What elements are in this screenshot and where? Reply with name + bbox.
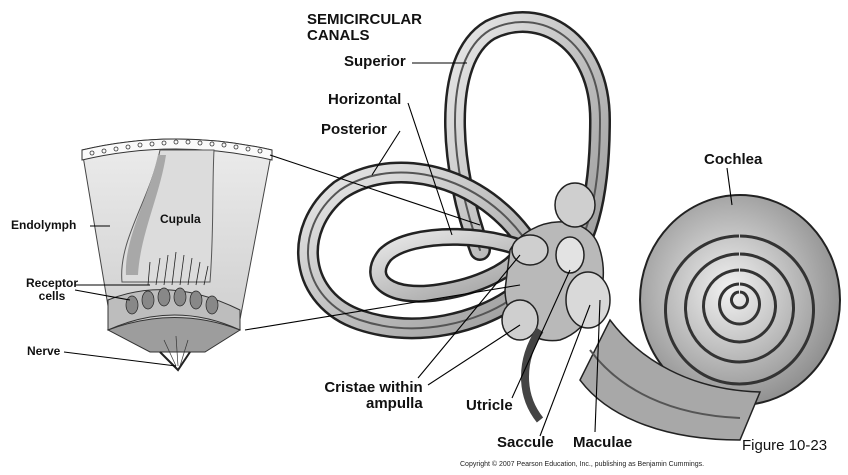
semicircular-label-line2: CANALS [307, 28, 422, 44]
endolymphatic-duct [525, 330, 540, 420]
utricle-label: Utricle [466, 398, 513, 414]
figure-number: Figure 10-23 [742, 437, 827, 454]
maculae-label: Maculae [573, 435, 632, 451]
ampulla-posterior [502, 300, 538, 340]
crista-inset [82, 139, 272, 370]
saccule-body [566, 272, 610, 328]
semicircular-canals-label: SEMICIRCULAR CANALS [307, 12, 422, 44]
receptor-cells-label: Receptor cells [26, 277, 78, 302]
cupula-label: Cupula [160, 213, 201, 226]
horizontal-label: Horizontal [328, 92, 401, 108]
vestibule [502, 183, 610, 341]
ampulla-horizontal [512, 235, 548, 265]
semicircular-label-line1: SEMICIRCULAR [307, 12, 422, 28]
saccule-label: Saccule [497, 435, 554, 451]
cochlea [580, 195, 840, 440]
nerve-label: Nerve [27, 345, 60, 358]
receptor-label-line1: Receptor [26, 277, 78, 290]
superior-label: Superior [344, 54, 406, 70]
endolymph-label: Endolymph [11, 219, 76, 232]
ampulla-superior [555, 183, 595, 227]
cochlea-label: Cochlea [704, 152, 762, 168]
cristae-label: Cristae within ampulla [302, 380, 423, 412]
receptor-label-line2: cells [26, 290, 78, 303]
cristae-label-line2: ampulla [302, 396, 423, 412]
cristae-label-line1: Cristae within [302, 380, 423, 396]
posterior-label: Posterior [321, 122, 387, 138]
copyright-notice: Copyright © 2007 Pearson Education, Inc.… [460, 461, 704, 468]
nerve-fibers [160, 352, 190, 370]
